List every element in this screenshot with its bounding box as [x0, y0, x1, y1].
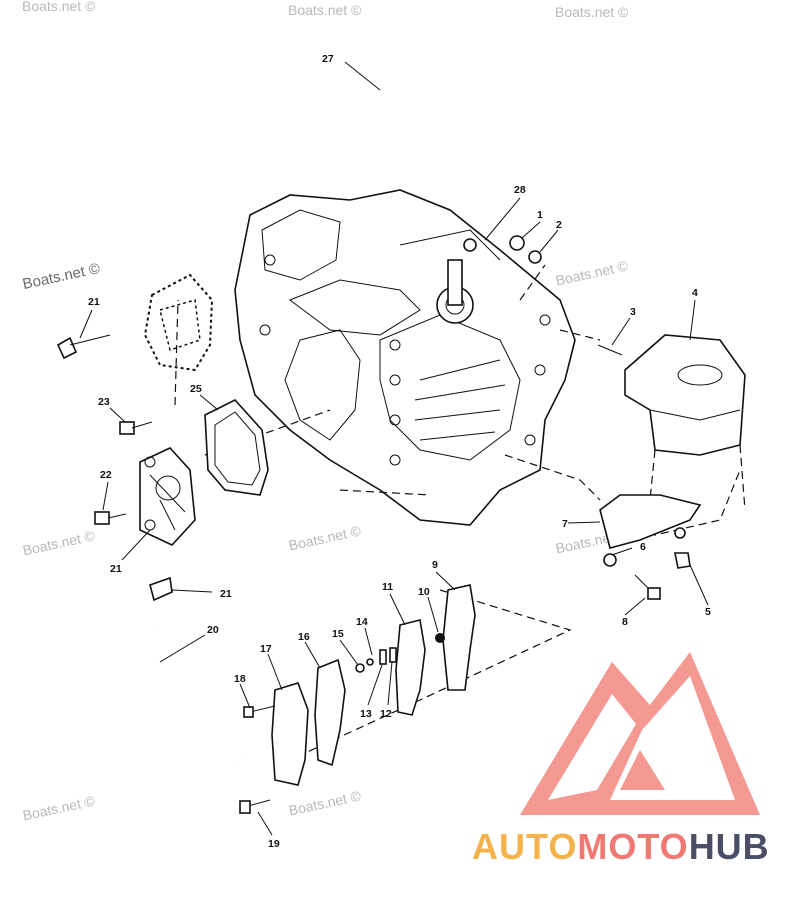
cover-plate-22	[139, 447, 196, 546]
callout-20: 20	[207, 624, 219, 636]
callout-15: 15	[332, 628, 344, 640]
logo-triangle-icon	[520, 652, 760, 815]
callout-7: 7	[562, 518, 568, 530]
callout-25: 25	[190, 383, 202, 395]
logo-moto: MOTO	[577, 826, 689, 867]
callout-16: 16	[298, 631, 310, 643]
callout-27: 27	[322, 53, 334, 65]
gasket-outline	[143, 273, 214, 372]
plate-17	[271, 682, 309, 786]
logo-auto: AUTO	[472, 826, 578, 867]
callout-19: 19	[268, 838, 280, 850]
logo-hub: HUB	[688, 826, 770, 867]
plate-9	[442, 584, 476, 691]
watermark: Boats.net ©	[288, 2, 362, 18]
callout-6: 6	[640, 541, 646, 553]
callout-1: 1	[537, 209, 543, 221]
callout-5: 5	[705, 606, 711, 618]
callout-10: 10	[418, 586, 430, 598]
callout-12: 12	[380, 708, 392, 720]
bracket-7	[599, 494, 702, 549]
callout-17: 17	[260, 643, 272, 655]
engine-block	[234, 189, 576, 526]
leader-dashed	[174, 264, 741, 761]
callout-23: 22	[100, 469, 112, 481]
callout-28: 28	[514, 184, 526, 196]
callout-21-bottom: 21	[220, 588, 232, 600]
gasket-25	[204, 399, 269, 496]
callout-22: 21	[110, 563, 122, 575]
callout-24: 23	[98, 396, 110, 408]
hose-27	[154, 42, 478, 242]
callout-11: 11	[382, 581, 393, 593]
callout-13: 13	[360, 708, 372, 720]
callout-9: 9	[432, 559, 438, 571]
callout-14: 14	[356, 616, 368, 628]
plate-16	[314, 658, 346, 767]
watermark: Boats.net ©	[555, 4, 629, 20]
hose-20	[154, 624, 241, 761]
callout-18: 18	[234, 673, 246, 685]
watermark: Boats.net ©	[22, 0, 96, 14]
callout-21-top: 21	[88, 296, 100, 308]
callout-2: 2	[556, 219, 562, 231]
callout-3: 3	[630, 306, 636, 318]
callout-8: 8	[622, 616, 628, 628]
plate-11	[395, 619, 426, 716]
bracket-4	[624, 334, 746, 456]
fittings	[56, 235, 691, 814]
callout-4: 4	[692, 287, 698, 299]
brand-logo: AUTOMOTOHUB	[472, 826, 770, 868]
leader-lines	[79, 61, 709, 836]
